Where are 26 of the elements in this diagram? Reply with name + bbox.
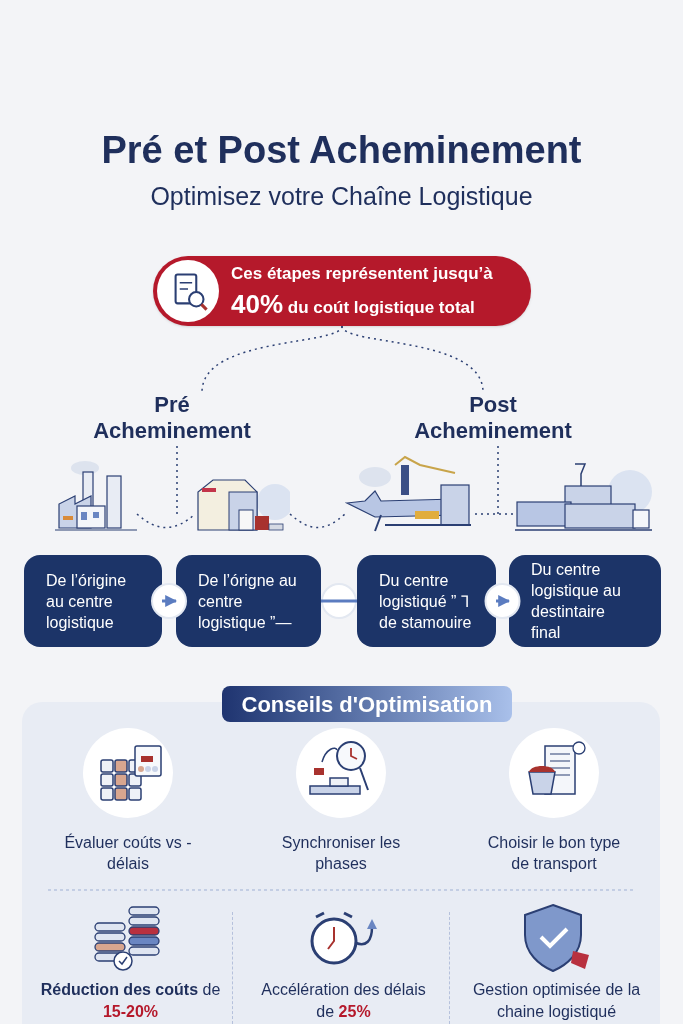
subtitle: Optimisez votre Chaîne Logistique xyxy=(149,181,534,212)
step-box: Du centre logistique au destintaire final xyxy=(509,555,661,647)
tip-text: Évaluer coúts vs - délais xyxy=(63,832,193,874)
dotted-connector xyxy=(289,513,346,529)
title: Pré et Post Acheminement xyxy=(100,128,583,173)
callout-banner xyxy=(153,256,531,326)
arrow xyxy=(162,595,178,607)
step-box: Du centre logistiqué ” ⅂ de stamouire xyxy=(357,555,496,647)
dotted-connector xyxy=(176,445,178,515)
dotted-connector xyxy=(136,513,196,529)
dotted-connector xyxy=(201,325,343,393)
tips-heading: Conseils d'Optimisation xyxy=(222,686,512,722)
arrow xyxy=(496,595,511,607)
benefit-text: Accélération des délais de 25% xyxy=(260,980,427,1022)
tip-text: Synchroniser les phases xyxy=(280,833,402,874)
step-box: De l’órigine au centre logistique xyxy=(24,555,162,647)
tip-text: Choisir le bon type de transport xyxy=(486,833,622,874)
dotted-connector xyxy=(474,513,516,515)
dotted-connector xyxy=(497,445,499,515)
callout-text: Ces étapes représentent jusqu’à 40% du coút logistique total xyxy=(231,263,494,321)
section-heading: Post Acheminement xyxy=(413,392,573,446)
section-heading: Pré Acheminement xyxy=(92,392,252,446)
dotted-connector xyxy=(341,325,484,393)
benefit-text: Réduction des coúts de 15-20% xyxy=(39,980,222,1022)
step-box: De l’órigne au centre logistique ”— xyxy=(176,555,321,647)
benefit-text: Gestion optimisée de la chaine logistiqué xyxy=(471,980,642,1022)
